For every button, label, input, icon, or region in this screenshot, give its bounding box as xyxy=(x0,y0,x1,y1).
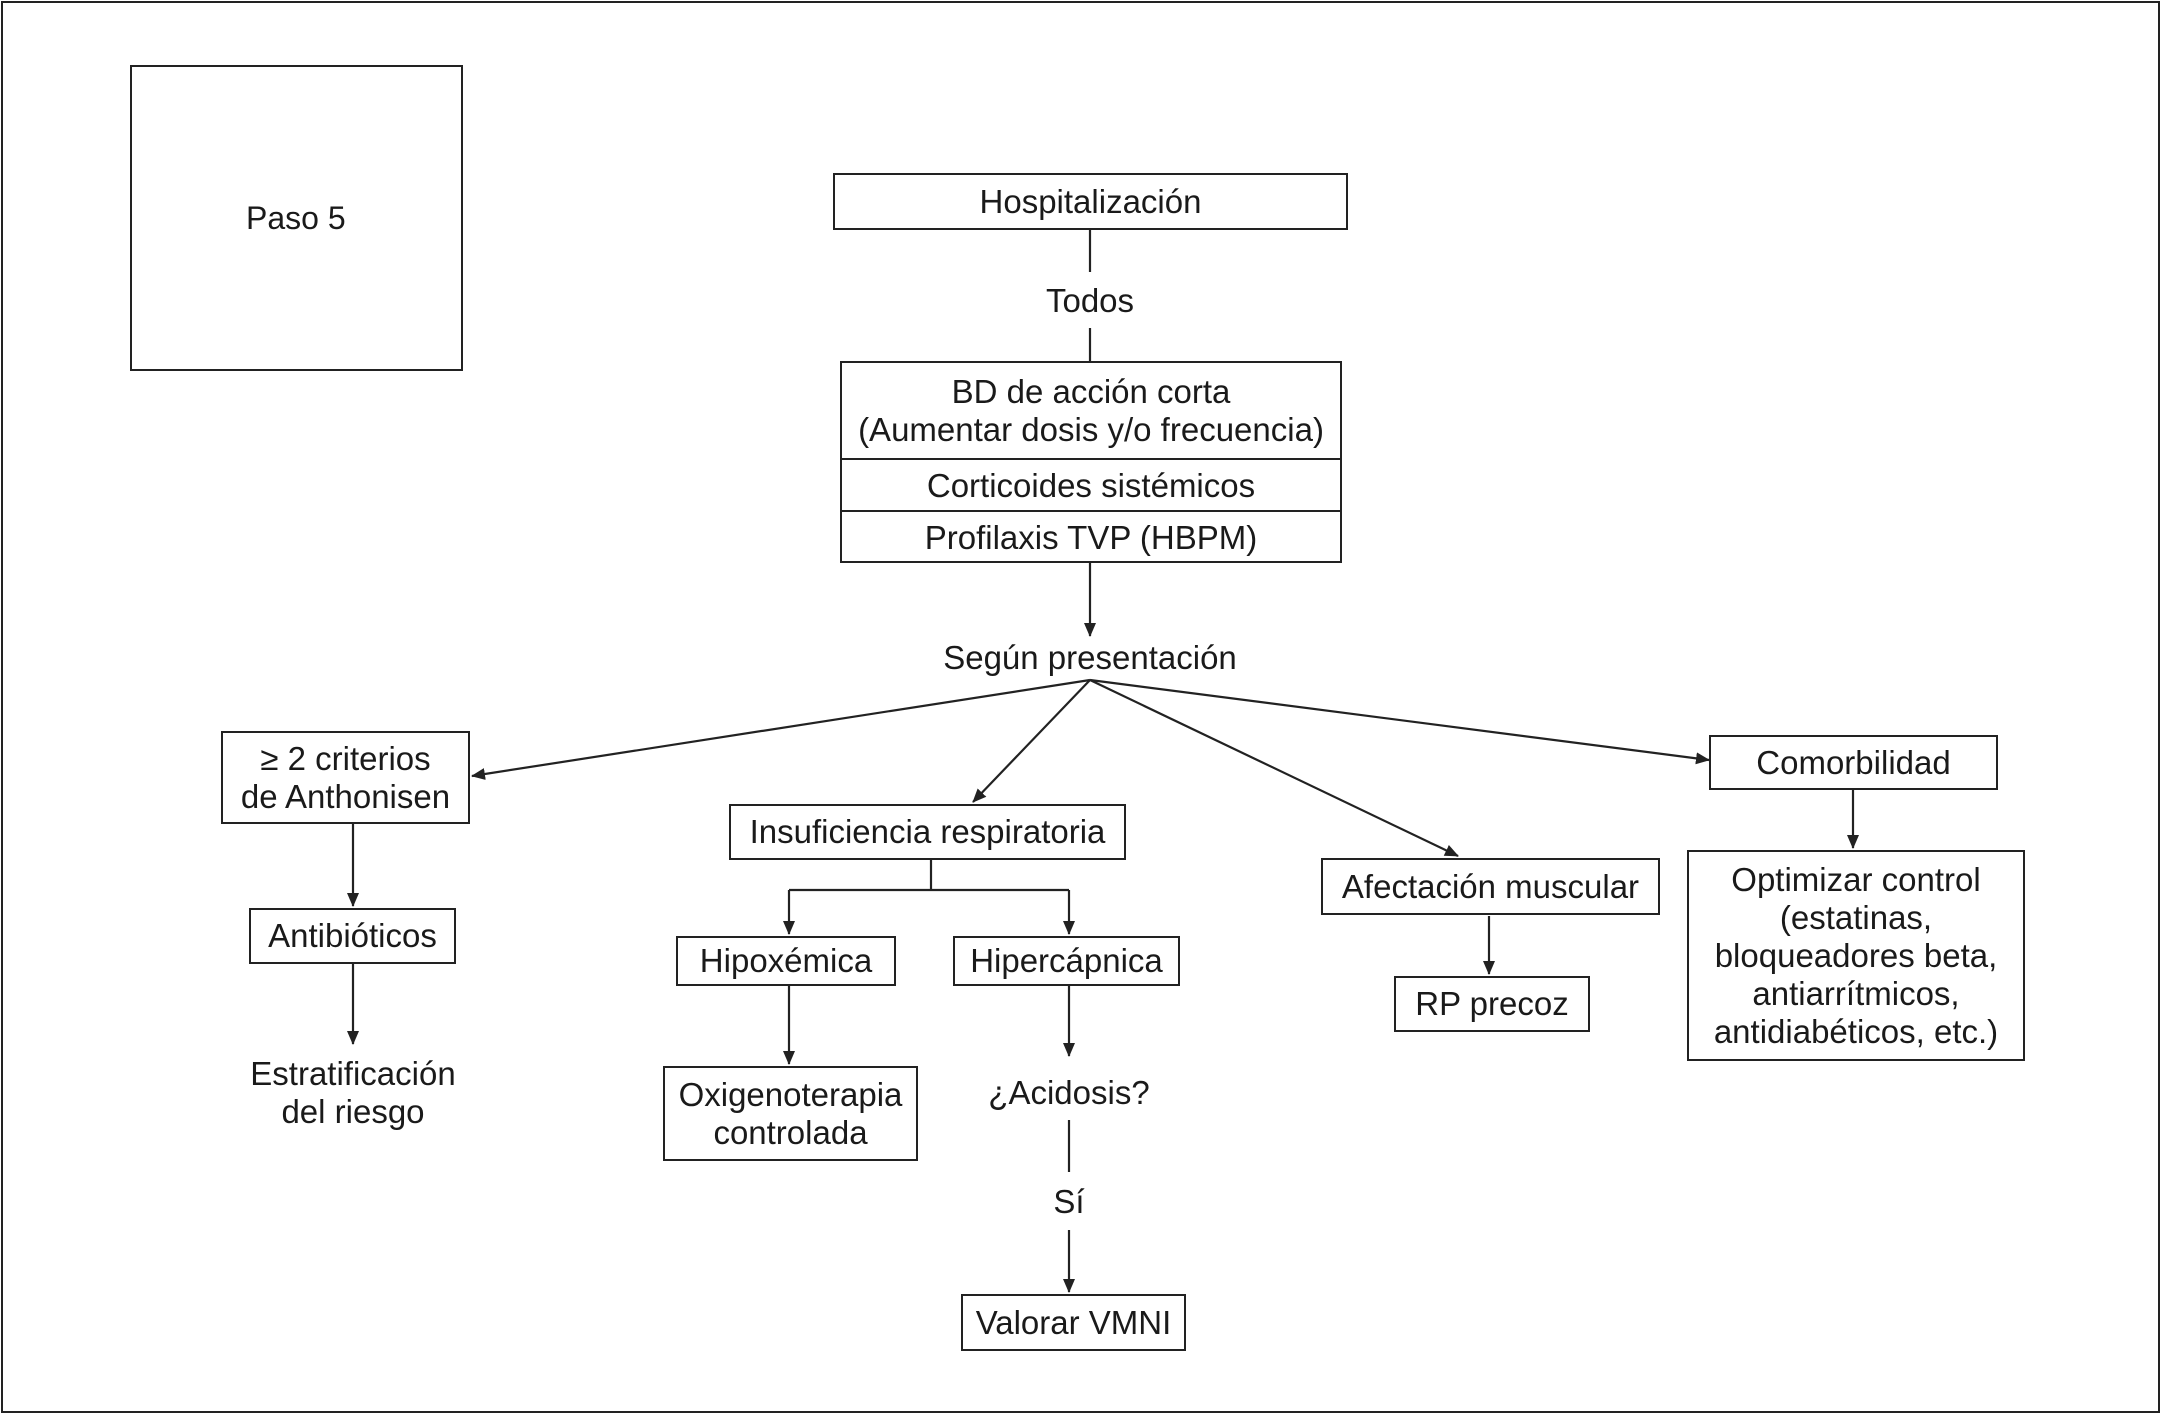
acidosis-label: ¿Acidosis? xyxy=(988,1074,1150,1111)
hospitalizacion-label: Hospitalización xyxy=(979,182,1202,220)
rp-precoz-box: RP precoz xyxy=(1394,976,1590,1032)
anthonisen-box: ≥ 2 criterios de Anthonisen xyxy=(221,731,470,824)
arrow-to-muscular xyxy=(1089,679,1459,857)
hipercapnica-box: Hipercápnica xyxy=(953,936,1180,986)
arrow-to-insuficiencia xyxy=(972,679,1091,803)
step-label-box: Paso 5 xyxy=(130,65,463,371)
estratificacion-label: Estratificación del riesgo xyxy=(250,1055,456,1130)
step-label: Paso 5 xyxy=(246,200,346,236)
valorar-vmni-box: Valorar VMNI xyxy=(961,1294,1186,1351)
afectacion-muscular-box: Afectación muscular xyxy=(1321,858,1660,915)
optimizar-control-box: Optimizar control (estatinas, bloqueador… xyxy=(1687,850,2025,1061)
si-label: Sí xyxy=(1053,1183,1085,1220)
insuficiencia-box: Insuficiencia respiratoria xyxy=(729,804,1126,860)
arrow-to-anthonisen xyxy=(471,678,1091,780)
bd-accion-corta: BD de acción corta (Aumentar dosis y/o f… xyxy=(858,372,1324,448)
core-treatment-box: BD de acción corta (Aumentar dosis y/o f… xyxy=(840,361,1342,563)
todos-label: Todos xyxy=(1045,282,1135,319)
arrow-to-comorbilidad xyxy=(1089,678,1710,765)
antibioticos-box: Antibióticos xyxy=(249,908,456,964)
oxigenoterapia-box: Oxigenoterapia controlada xyxy=(663,1066,918,1161)
corticoides-sistemicos: Corticoides sistémicos xyxy=(842,458,1340,512)
segun-presentacion-label: Según presentación xyxy=(943,639,1237,676)
hipoxemica-box: Hipoxémica xyxy=(676,936,896,986)
comorbilidad-box: Comorbilidad xyxy=(1709,735,1998,790)
profilaxis-tvp: Profilaxis TVP (HBPM) xyxy=(842,510,1340,563)
hospitalizacion-box: Hospitalización xyxy=(833,173,1348,230)
